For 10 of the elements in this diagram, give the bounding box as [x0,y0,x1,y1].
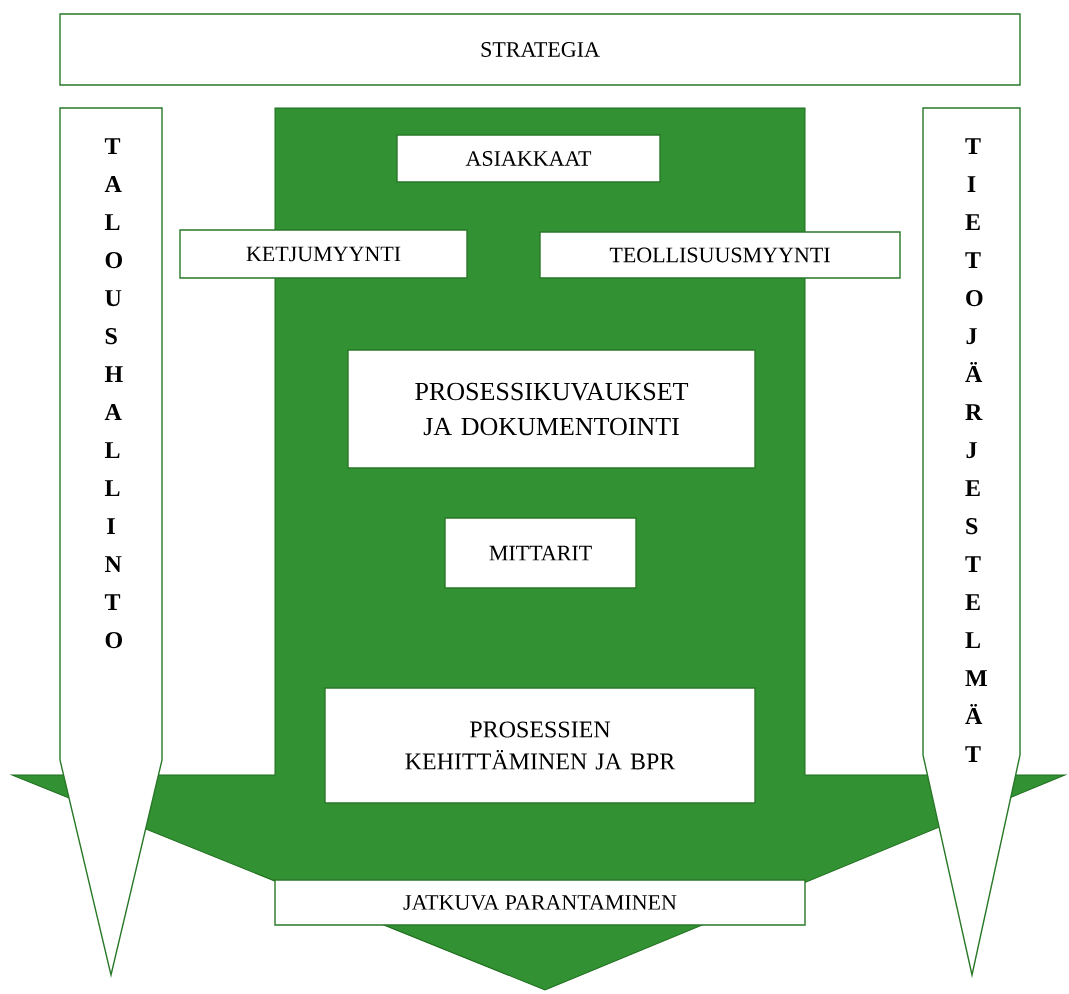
text-box: ASIAKKAAT [396,134,661,183]
text-box: PROSESSIEN KEHITTÄMINEN JA BPR [324,687,756,804]
text-box: PROSESSIKUVAUKSET JA DOKUMENTOINTI [347,349,756,469]
text-box: TEOLLISUUSMYYNTI [539,231,901,279]
node-label: TIETOJÄRJESTELMÄT [965,138,987,762]
text-box: MITTARIT [444,517,637,589]
node-label: TALOUSHALLINTO [104,138,123,649]
text-box: KETJUMYYNTI [179,229,468,279]
text-box: JATKUVA PARANTAMINEN [274,879,806,926]
text-box: STRATEGIA [59,13,1021,86]
